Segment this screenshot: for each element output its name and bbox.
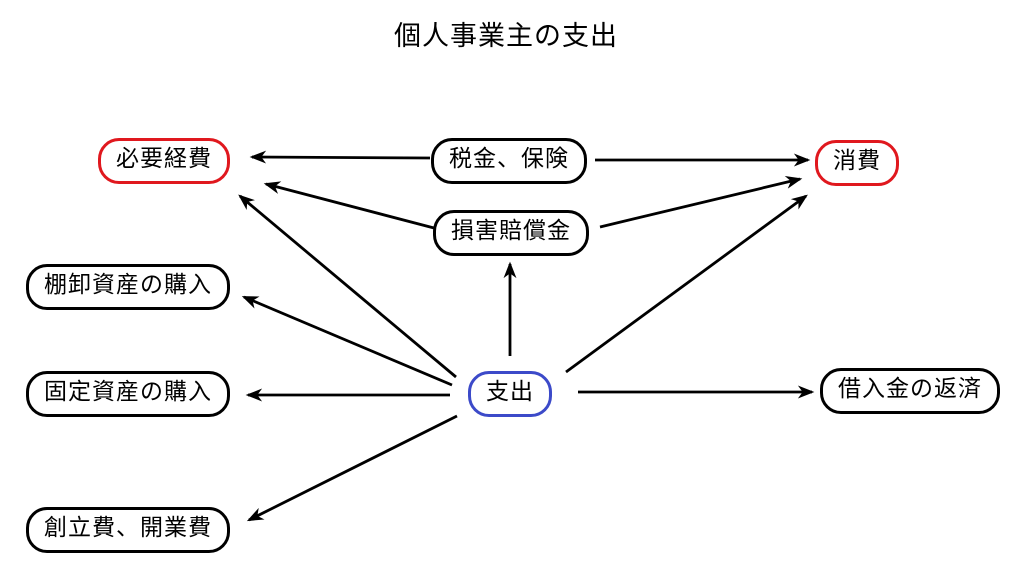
node-tanaoroshi-shisan: 棚卸資産の購入: [26, 264, 230, 310]
node-zeikin-hoken: 税金、保険: [431, 138, 587, 184]
node-hitsuyo-keihi: 必要経費: [98, 138, 230, 184]
edge-shishutsu-to-soritsuhi-kaigyohi: [246, 414, 458, 522]
edge-shishutsu-to-hitsuyo-keihi: [238, 194, 457, 379]
edge-shishutsu-to-shohi: [565, 194, 808, 374]
diagram-title: 個人事業主の支出: [394, 21, 618, 52]
node-soritsuhi-kaigyohi: 創立費、開業費: [26, 507, 230, 553]
node-kotei-shisan: 固定資産の購入: [26, 371, 230, 417]
node-kariirekin-hensai: 借入金の返済: [820, 368, 1000, 414]
node-shohi: 消費: [815, 140, 899, 186]
edge-zeikin-hoken-to-hitsuyo-keihi: [249, 150, 431, 164]
edge-songai-baishokin-to-shohi: [599, 176, 803, 229]
node-songai-baishokin: 損害賠償金: [433, 210, 589, 256]
edge-shishutsu-to-tanaoroshi-shisan: [241, 295, 453, 387]
node-shishutsu: 支出: [468, 371, 552, 417]
edge-songai-baishokin-to-hitsuyo-keihi: [263, 181, 435, 230]
